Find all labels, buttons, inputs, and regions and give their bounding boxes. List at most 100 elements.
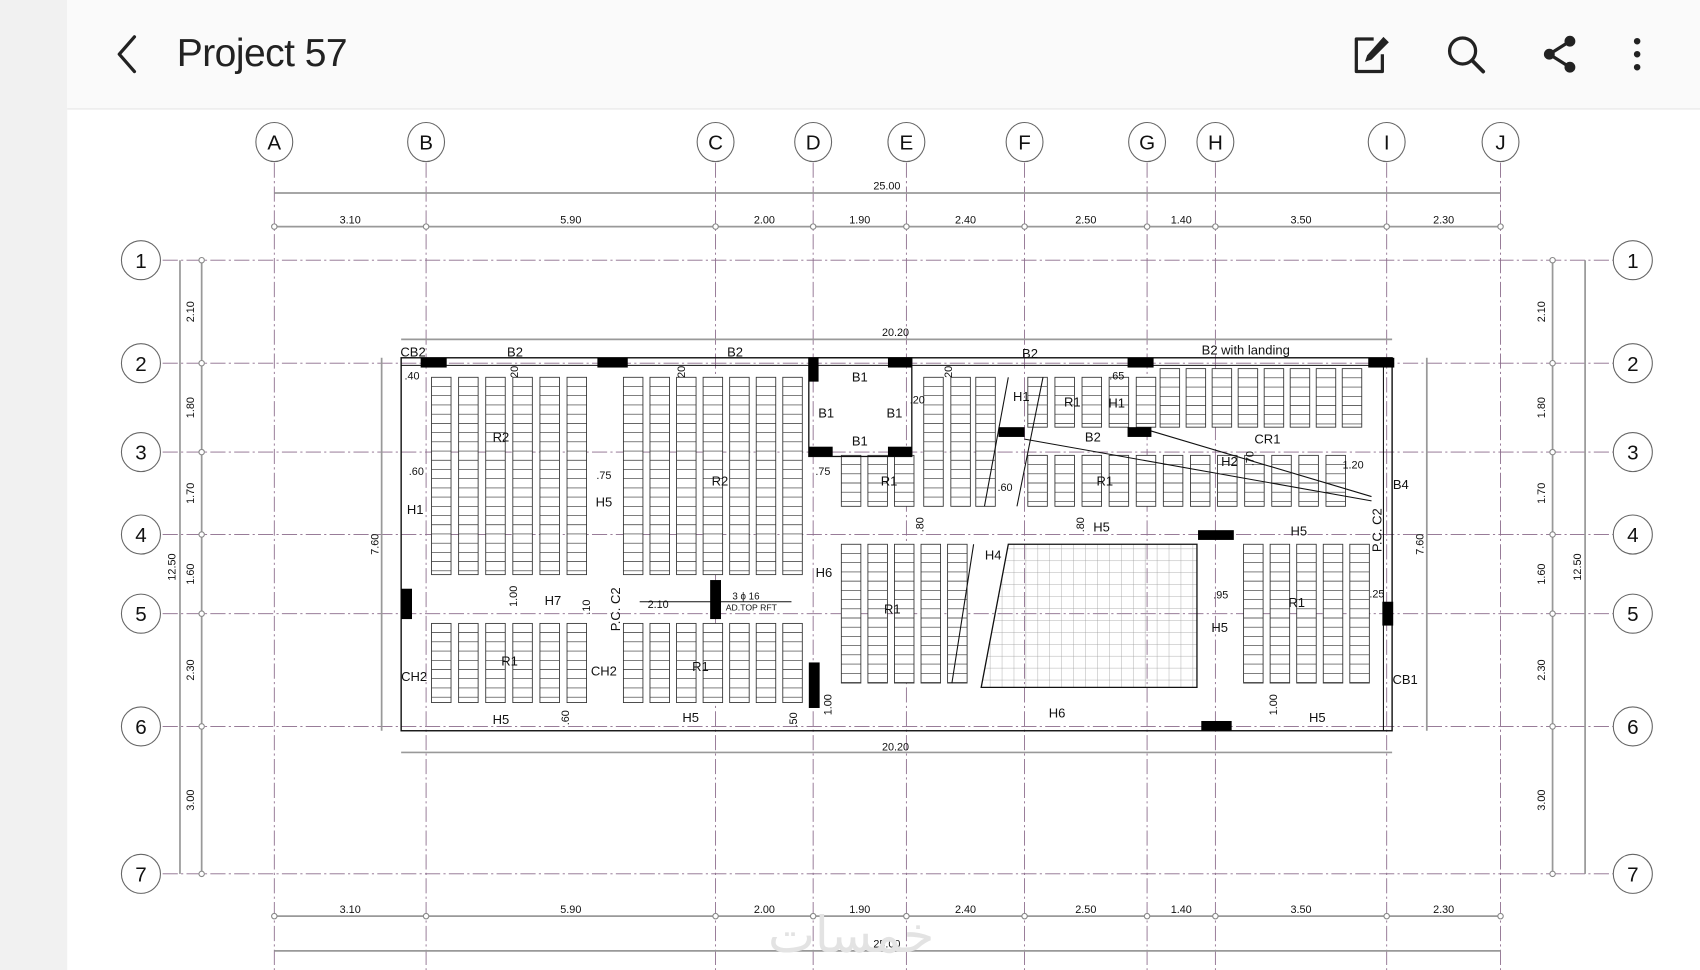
joist-block-lines (485, 632, 506, 698)
joist-block-lines (703, 386, 723, 572)
opening-mesh (980, 543, 1198, 689)
dimension-text: .75 (596, 470, 611, 482)
joist-block-lines (1163, 464, 1183, 502)
joist-strip (1289, 368, 1311, 428)
grid-label-row: 2 (1627, 353, 1638, 376)
member-label: B1 (818, 405, 834, 420)
dimension-text: 2.30 (1536, 659, 1548, 680)
dimension-text: .60 (409, 466, 424, 478)
dimension-text: 20.20 (882, 741, 909, 753)
back-button[interactable] (111, 33, 150, 76)
grid-label-row: 6 (135, 716, 146, 739)
grid-bubble-row (120, 240, 162, 281)
joist-strip (947, 543, 968, 684)
joist-block-lines (1271, 464, 1292, 502)
dimension-text: 12.50 (1572, 553, 1584, 580)
joist-block-lines (1298, 464, 1319, 502)
joist-block-lines (539, 386, 560, 572)
dimension-text: 2.50 (1075, 214, 1096, 226)
dimension-text: .65 (1109, 370, 1124, 382)
grid-bubble-row (1612, 240, 1653, 281)
dimension-text: 2.30 (185, 659, 197, 680)
structural-column (887, 357, 912, 368)
dimension-text: 2.10 (648, 599, 669, 611)
member-label: H5 (493, 712, 510, 727)
joist-strip (1322, 543, 1344, 684)
grid-bubble-column (1196, 121, 1235, 163)
joist-strip (1054, 376, 1075, 428)
member-label: H7 (545, 593, 562, 608)
dimension-text: 1.60 (1536, 564, 1548, 585)
dimension-text: 1.00 (823, 694, 835, 715)
dimension-text: 3.10 (340, 904, 361, 916)
joist-block-lines (1244, 464, 1265, 502)
dimension-text: .60 (998, 482, 1013, 494)
dimension-node (1549, 723, 1556, 730)
member-label: H1 (1013, 389, 1030, 404)
joist-block-lines (676, 386, 697, 572)
member-label: B2 (727, 345, 743, 360)
grid-label-row: 4 (135, 524, 146, 547)
dimension-text: 1.40 (1171, 214, 1192, 226)
joist-strip (1108, 376, 1130, 428)
joist-strip (840, 543, 862, 684)
joist-block-lines (729, 632, 750, 698)
member-label: H1 (407, 502, 424, 517)
dimension-node (1021, 223, 1028, 230)
dimension-text: 1.80 (1536, 397, 1548, 418)
search-icon (1447, 36, 1486, 74)
dimension-text: 1.90 (849, 214, 870, 226)
grid-bubble-column (794, 121, 833, 163)
joist-block-lines (975, 386, 996, 498)
structural-column (1127, 427, 1152, 437)
watermark: خمسات (768, 907, 934, 963)
dimension-node (1383, 912, 1390, 920)
dimension-text: 7.60 (1415, 534, 1427, 555)
member-label: H5 (1093, 519, 1110, 534)
joist-block-lines (567, 632, 587, 698)
joist-block-lines (894, 553, 914, 683)
dimension-node (1549, 531, 1556, 538)
share-button[interactable] (1538, 33, 1581, 76)
dimension-text: .75 (815, 466, 830, 478)
joist-strip (1211, 368, 1233, 428)
grid-label-column: B (419, 132, 433, 155)
joist-strip (649, 376, 670, 576)
joist-block-lines (1082, 464, 1102, 502)
joist-block-lines (676, 632, 697, 698)
member-label: H4 (985, 547, 1002, 562)
dimension-text: 3.10 (340, 214, 361, 226)
joist-strip (512, 622, 533, 703)
grid-label-column: J (1495, 132, 1505, 155)
ramp-edge (951, 544, 975, 684)
grid-bubble-row (1612, 432, 1653, 473)
dimension-node (271, 223, 278, 230)
member-label: H6 (1049, 706, 1066, 721)
joist-block-lines (458, 386, 479, 572)
joist-block-lines (1190, 464, 1210, 502)
structural-column (808, 357, 819, 382)
search-button[interactable] (1444, 33, 1487, 76)
member-label: H1 (1108, 396, 1125, 411)
edit-button[interactable] (1350, 33, 1393, 76)
joist-block-lines (512, 386, 533, 572)
grid-bubble-row (120, 514, 162, 555)
member-label: H5 (1291, 524, 1308, 539)
joist-strip (1081, 454, 1102, 507)
member-label: R2 (712, 474, 729, 489)
edit-icon (1354, 36, 1389, 74)
structural-column (1127, 357, 1154, 368)
dimension-node (1549, 870, 1556, 878)
grid-label-row: 5 (135, 603, 146, 626)
joist-block-lines (1054, 386, 1075, 424)
joist-block-lines (703, 632, 723, 698)
dimension-text: 2.40 (955, 214, 976, 226)
dimension-node (903, 223, 910, 230)
joist-block-lines (841, 464, 861, 502)
dimension-node (198, 448, 205, 456)
joist-block-lines (1270, 553, 1290, 683)
more-options-button[interactable] (1615, 33, 1658, 76)
joist-strip (566, 376, 587, 576)
dimension-text: 1.40 (1171, 904, 1192, 916)
